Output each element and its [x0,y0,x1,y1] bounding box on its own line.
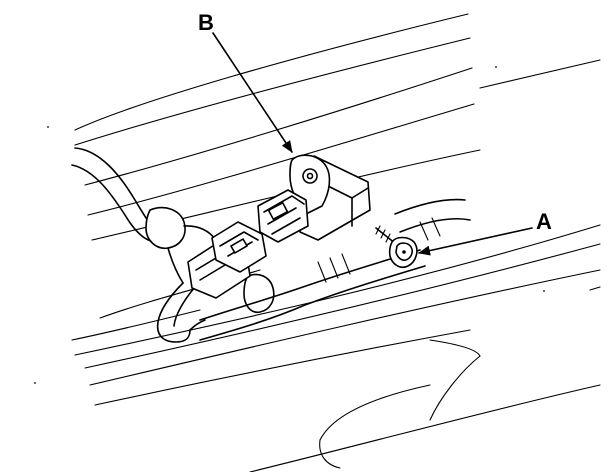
leader-line-a [418,227,533,256]
callout-label-a: A [536,209,552,234]
sensor-module-b [257,154,371,243]
wiring-harness [71,147,471,343]
bolt-a [375,225,418,269]
scan-specks [34,66,545,384]
harness-connector [187,221,267,299]
callout-label-b: B [198,10,214,35]
leader-line-b [212,32,293,153]
